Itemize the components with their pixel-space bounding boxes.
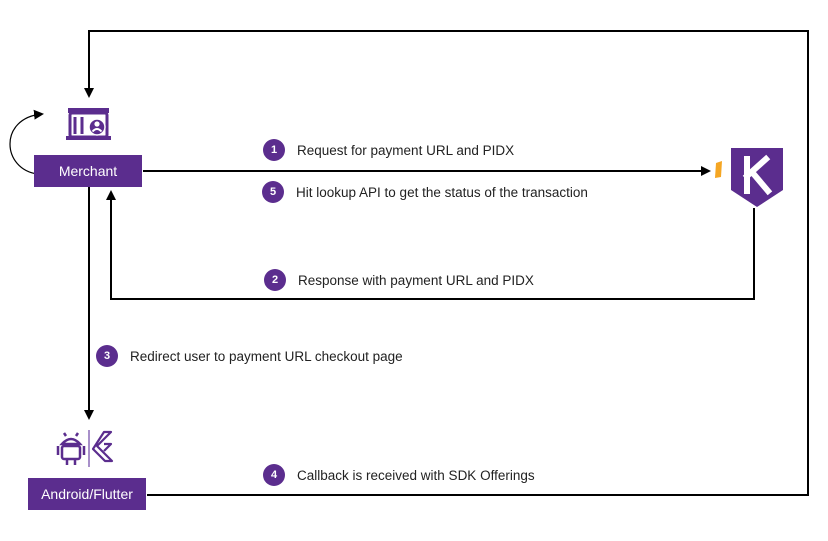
step-number-badge: 3 [96, 345, 118, 367]
android-flutter-node: Android/Flutter [28, 478, 146, 510]
khalti-logo-icon [715, 148, 783, 207]
merchant-node: Merchant [34, 155, 142, 187]
step-text: Callback is received with SDK Offerings [297, 467, 535, 483]
merchant-store-icon [66, 108, 111, 140]
android-flutter-label: Android/Flutter [41, 486, 133, 502]
callback-connector [84, 30, 809, 496]
step-number-badge: 1 [263, 139, 285, 161]
step-number-badge: 4 [263, 464, 285, 486]
flutter-icon [91, 430, 114, 463]
step-3: 3 Redirect user to payment URL checkout … [96, 345, 403, 367]
android-icon [56, 432, 86, 465]
merchant-label: Merchant [58, 163, 118, 179]
step-1: 1 Request for payment URL and PIDX [263, 139, 514, 161]
step-text: Hit lookup API to get the status of the … [296, 184, 588, 200]
step-2: 2 Response with payment URL and PIDX [264, 269, 534, 291]
step-number-badge: 5 [262, 181, 284, 203]
step-text: Response with payment URL and PIDX [298, 272, 534, 288]
step-4: 4 Callback is received with SDK Offering… [263, 464, 535, 486]
self-loop-connector [9, 109, 44, 175]
step-5: 5 Hit lookup API to get the status of th… [262, 181, 588, 203]
step-number-badge: 2 [264, 269, 286, 291]
step-text: Redirect user to payment URL checkout pa… [130, 348, 403, 364]
step-text: Request for payment URL and PIDX [297, 142, 515, 158]
response-connector [106, 190, 755, 300]
